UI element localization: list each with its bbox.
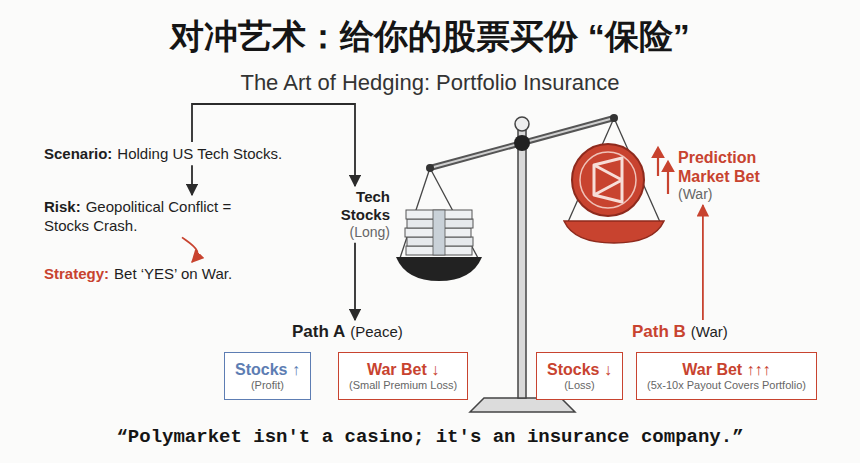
node-heading: Scenario: xyxy=(44,145,112,162)
node-heading: Stocks ↓ xyxy=(547,360,612,379)
flow-arrow xyxy=(354,243,356,320)
node-heading: Prediction Market Bet xyxy=(678,148,788,186)
rise-arrows xyxy=(653,148,673,194)
scale-pan xyxy=(396,257,482,281)
beam-end xyxy=(426,164,434,172)
node-body: Holding US Tech Stocks. xyxy=(117,145,282,162)
flow-arrow xyxy=(702,205,704,320)
node-heading: Stocks ↑ xyxy=(235,360,300,379)
node-heading: Tech Stocks xyxy=(320,188,390,224)
scale-pole xyxy=(518,130,526,398)
flow-arrow xyxy=(191,165,193,195)
outcome-box: Stocks ↓(Loss) xyxy=(536,352,623,400)
node-heading: Risk: xyxy=(44,198,81,215)
node-body: (5x-10x Payout Covers Portfolio) xyxy=(647,379,806,392)
node-body: (Peace) xyxy=(350,323,403,340)
page-title: 对冲艺术：给你的股票买份 “保险” xyxy=(0,14,860,60)
path-label: Path B (War) xyxy=(630,320,730,344)
outcome-box: War Bet ↓(Small Premium Loss) xyxy=(338,352,468,400)
strategy-text: Strategy: Bet ‘YES’ on War. xyxy=(42,262,234,285)
outcome-box: War Bet ↑↑↑(5x-10x Payout Covers Portfol… xyxy=(636,352,817,400)
node-body: (Loss) xyxy=(547,379,612,392)
risk-text: Risk:Geopolitical Conflict = Stocks Cras… xyxy=(42,195,257,237)
node-body: Bet ‘YES’ on War. xyxy=(114,265,232,282)
node-body: (Small Premium Loss) xyxy=(349,379,457,392)
node-heading: Path B xyxy=(632,322,686,341)
page-caption: “Polymarket isn't a casino; it's an insu… xyxy=(0,426,860,448)
asset-label: Tech Stocks(Long) xyxy=(318,186,392,243)
scale-pan xyxy=(564,221,664,243)
node-heading: War Bet ↓ xyxy=(349,360,457,379)
node-heading: Strategy: xyxy=(44,265,109,282)
node-heading: Path A xyxy=(292,322,345,341)
scale-knob xyxy=(515,117,529,131)
path-label: Path A (Peace) xyxy=(290,320,405,344)
bet-coin xyxy=(572,144,644,216)
node-heading: War Bet ↑↑↑ xyxy=(647,360,806,379)
page-subtitle: The Art of Hedging: Portfolio Insurance xyxy=(0,70,860,96)
node-body: (War) xyxy=(678,186,788,203)
scenario-text: Scenario: Holding US Tech Stocks. xyxy=(42,142,284,165)
flow-arrow xyxy=(182,237,197,262)
cash-stack xyxy=(405,210,473,255)
beam-end xyxy=(610,114,618,122)
node-body: (War) xyxy=(691,323,728,340)
node-body: (Long) xyxy=(320,224,390,241)
scale-pivot xyxy=(514,135,530,151)
outcome-box: Stocks ↑(Profit) xyxy=(224,352,311,400)
bet-label: Prediction Market Bet(War) xyxy=(676,146,790,205)
node-body: (Profit) xyxy=(235,379,300,392)
